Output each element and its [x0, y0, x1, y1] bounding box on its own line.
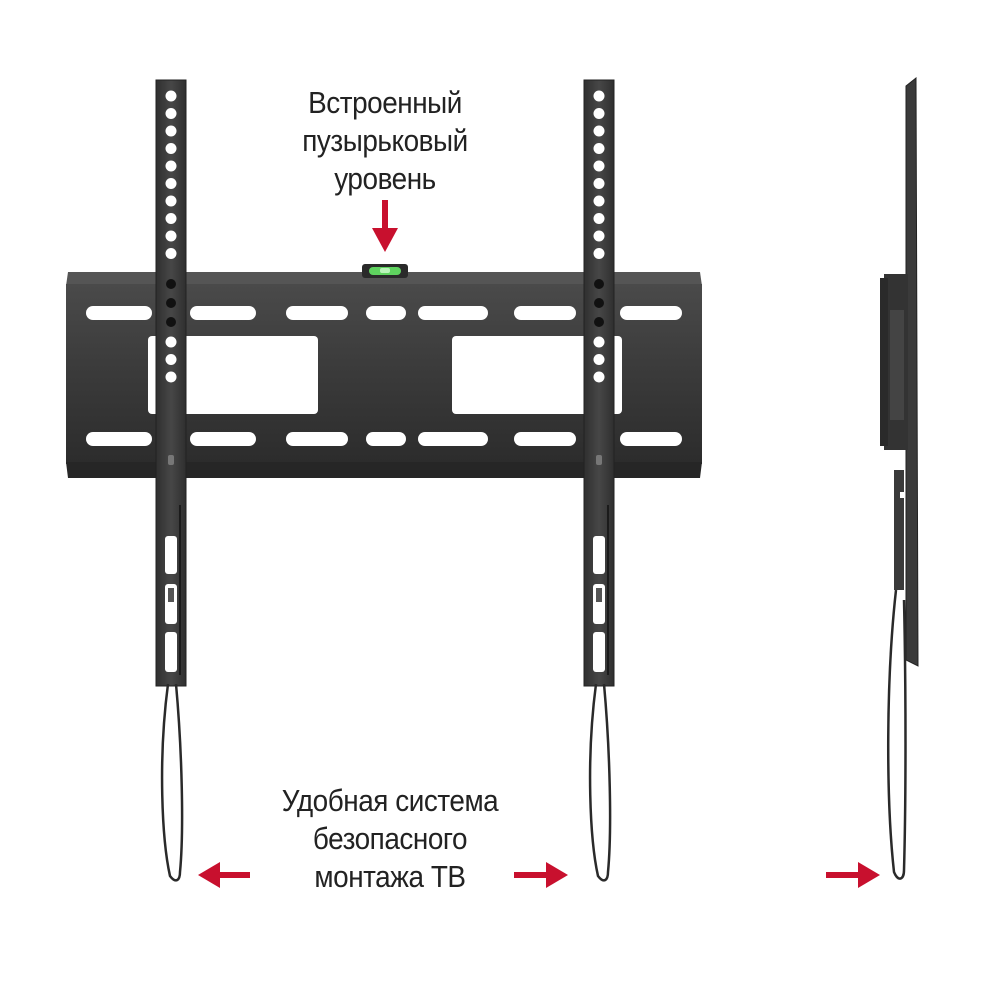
bubble-level: [362, 264, 408, 278]
rail-holes: [165, 90, 177, 383]
rail-hole: [165, 336, 177, 348]
rail-hole: [593, 160, 605, 172]
rail-hole: [593, 354, 605, 365]
bubble-level-caption: Встроенный пузырьковый уровень: [255, 84, 516, 198]
caption-line: монтажа ТВ: [314, 859, 466, 894]
caption-line: пузырьковый: [302, 123, 468, 158]
rail-hole: [165, 143, 177, 154]
rail-hole: [165, 354, 177, 365]
rail-hole: [165, 213, 177, 224]
rail-hole: [593, 195, 605, 207]
rail-hole: [165, 178, 177, 189]
plate-slots-bottom: [86, 432, 682, 446]
rail-hole: [593, 213, 605, 224]
rail-hole: [593, 230, 605, 242]
rail-hole: [593, 125, 605, 137]
rail-hole: [165, 195, 177, 207]
rail-hole: [165, 125, 177, 137]
left-rail: [155, 79, 187, 687]
caption-line: уровень: [334, 161, 436, 196]
rail-hole: [593, 371, 605, 383]
caption-line: Встроенный: [308, 85, 462, 120]
rail-hole: [593, 90, 605, 102]
side-view-mount: [880, 76, 919, 667]
rail-hole: [593, 143, 605, 154]
arrow-right-icon: [826, 862, 880, 888]
right-safety-cord: [588, 683, 612, 882]
rail-hole: [593, 248, 605, 259]
rail-hole: [165, 160, 177, 172]
arrow-right-icon: [514, 862, 568, 888]
rail-hole: [593, 108, 605, 119]
rail-hole: [165, 371, 177, 383]
rail-lock-slots: [165, 536, 177, 672]
rail-lock-slots: [593, 536, 605, 672]
safety-system-caption: Удобная система безопасного монтажа ТВ: [237, 782, 543, 896]
rail-hole: [165, 230, 177, 242]
right-rail: [583, 79, 615, 687]
caption-line: Удобная система: [281, 783, 499, 818]
caption-line: безопасного: [312, 821, 468, 856]
rail-hole: [165, 248, 177, 259]
side-safety-cord: [886, 589, 907, 880]
rail-hole: [165, 90, 177, 102]
plate-cutout-right: [452, 336, 622, 414]
plate-slots-top: [86, 306, 682, 320]
rail-hole: [593, 336, 605, 348]
left-safety-cord: [160, 683, 184, 882]
rail-holes: [593, 90, 605, 383]
rail-hole: [593, 178, 605, 189]
plate-cutout-left: [148, 336, 318, 414]
rail-hole: [165, 108, 177, 119]
rail-dark-holes: [166, 279, 176, 327]
arrow-left-icon: [198, 862, 250, 888]
rail-dark-holes: [594, 279, 604, 327]
arrow-down-icon: [372, 200, 398, 252]
